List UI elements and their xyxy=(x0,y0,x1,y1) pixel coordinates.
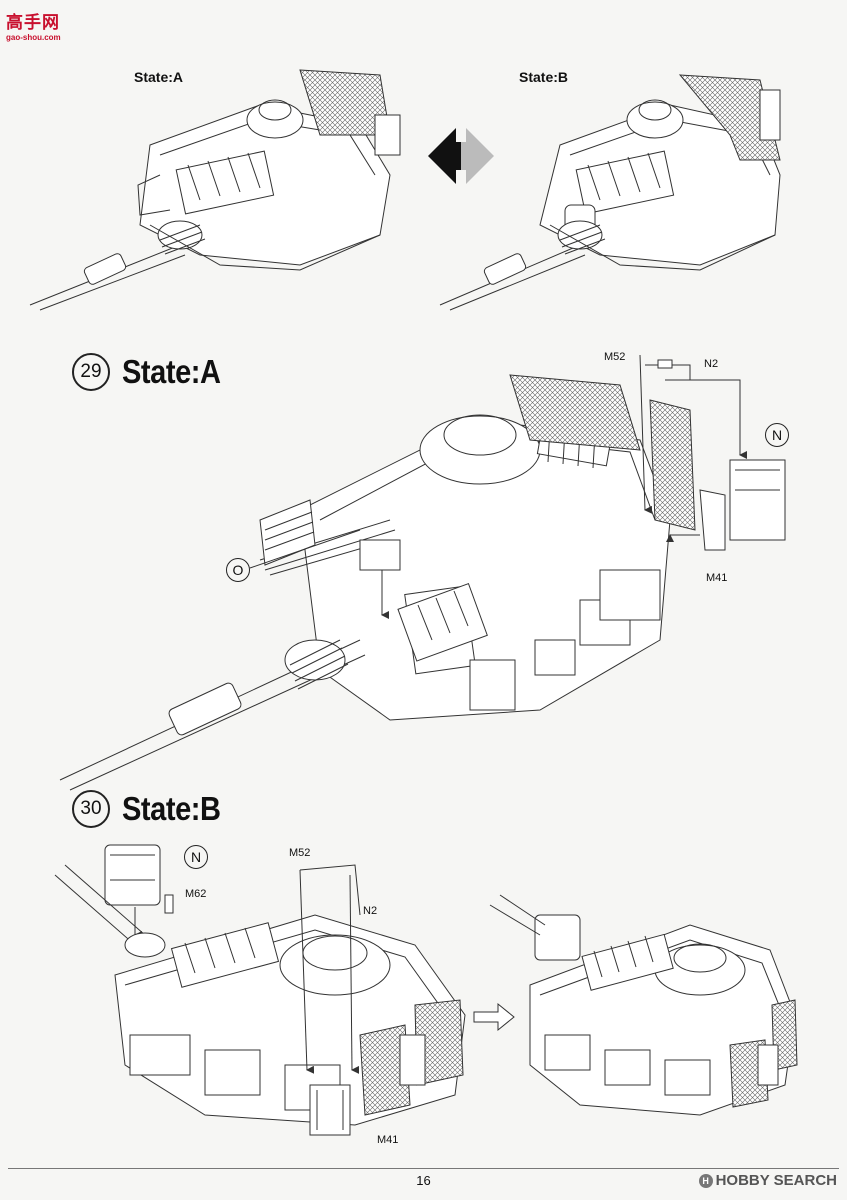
part-n2-label: N2 xyxy=(704,358,719,370)
part-m41-label: M41 xyxy=(706,572,728,584)
step-29-heading: 29 State:A xyxy=(72,353,234,391)
part-m41-label-30: M41 xyxy=(377,1134,399,1146)
footer-rule xyxy=(8,1168,839,1169)
part-m62-label: M62 xyxy=(185,888,207,900)
swap-arrow-icon xyxy=(428,128,494,184)
turret-assembly-step-30 xyxy=(54,844,466,1136)
part-m52-label-30: M52 xyxy=(289,847,311,859)
turret-illustration-state-a xyxy=(29,69,401,311)
part-n-marker-30: N xyxy=(184,845,208,869)
step-29-number: 29 xyxy=(72,353,110,391)
turret-assembly-step-29 xyxy=(59,354,786,791)
site-logo-url: gao-shou.com xyxy=(6,33,61,42)
turret-result-step-30 xyxy=(489,894,798,1116)
next-arrow-icon xyxy=(473,1002,515,1032)
part-m52-label: M52 xyxy=(604,351,626,363)
site-logo-name: 高手网 xyxy=(6,13,60,33)
hobby-search-watermark: H HOBBY SEARCH xyxy=(698,1172,837,1189)
hobby-search-logo-icon: H xyxy=(698,1173,713,1188)
part-n2-label-30: N2 xyxy=(363,905,378,917)
part-o-marker: O xyxy=(226,558,250,582)
turret-illustration-state-b xyxy=(439,74,781,311)
site-logo: 高手网 gao-shou.com xyxy=(6,8,76,42)
state-a-caption: State:A xyxy=(134,69,184,85)
page-number: 16 xyxy=(416,1173,431,1188)
step-29-title: State:A xyxy=(122,353,221,390)
step-30-number: 30 xyxy=(72,790,110,828)
step-30-title: State:B xyxy=(122,790,221,827)
part-n-marker: N xyxy=(765,423,789,447)
watermark-text: HOBBY SEARCH xyxy=(715,1172,837,1189)
step-30-heading: 30 State:B xyxy=(72,790,234,828)
state-b-caption: State:B xyxy=(519,69,569,85)
